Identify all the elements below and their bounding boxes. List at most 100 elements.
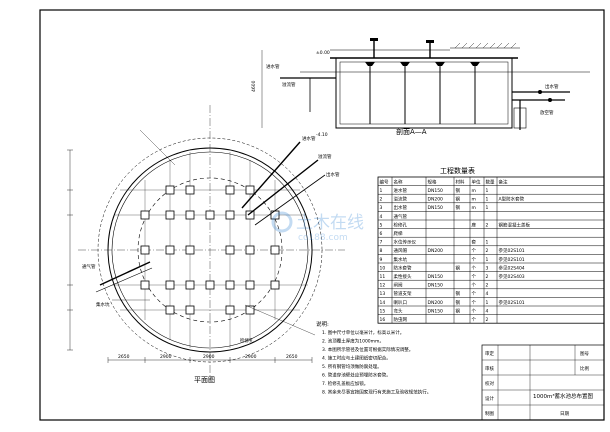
table-cell: A型防水套管 (499, 196, 525, 203)
plan-dim-1: 2650 (118, 354, 130, 360)
notes-title: 说明: (316, 320, 329, 328)
table-cell: 钢 (456, 264, 461, 271)
table-cell: 参见02S101 (499, 299, 525, 306)
table-cell: m (472, 206, 476, 211)
plan-leader-manhole: 检修孔 (240, 337, 254, 344)
drain-label: 放空管 (540, 109, 554, 116)
table-cell: 座 (472, 221, 477, 228)
outlet-label: 出水管 (545, 83, 559, 90)
table-cell: 个 (472, 300, 477, 306)
level-bottom-label: -4.10 (316, 132, 328, 138)
table-cell: 4 (380, 214, 383, 220)
watermark-text: 土木在线 (296, 213, 364, 233)
table-header-cell: 数量 (486, 178, 495, 185)
table-cell: 13 (380, 291, 386, 297)
note-line: 3. 本图所示管径及位置可根据实际情况调整。 (322, 346, 413, 353)
table-cell: 个 (472, 291, 477, 297)
table-cell: 溢流管 (394, 196, 408, 203)
table-cell: 2 (486, 283, 489, 289)
tb-row-5: 制图 (485, 410, 494, 417)
table-cell: DN200 (428, 197, 444, 203)
table-cell: DN150 (428, 283, 444, 289)
table-cell: 3 (380, 205, 383, 211)
section-dimension: 4600 (251, 80, 257, 92)
note-line: 8. 其余未尽事宜按国家现行有关施工及验收规范执行。 (322, 389, 431, 396)
table-cell: 爬梯 (394, 230, 403, 237)
plan-dim-5: 2650 (286, 354, 298, 360)
plan-leader-sump: 集水坑 (96, 301, 110, 308)
table-header-cell: 编号 (380, 178, 389, 185)
table-cell: 闸阀 (394, 282, 403, 289)
table-cell: 个 (472, 248, 477, 254)
table-cell: 7 (380, 240, 383, 246)
table-cell: 2 (486, 248, 489, 254)
table-cell: m (472, 189, 476, 194)
plan-leader-vent: 通气管 (82, 263, 96, 270)
plan-dim-2: 2900 (160, 354, 172, 360)
tb-row-3: 校对 (485, 380, 494, 387)
note-line: 5. 所有钢管均须做防腐处理。 (322, 363, 382, 370)
table-cell: 5 (380, 222, 383, 228)
tb-row-4: 设计 (485, 395, 494, 402)
table-cell: 1 (486, 240, 489, 246)
table-header-cell: 名称 (394, 178, 403, 185)
table-cell: 4 (486, 308, 489, 314)
table-cell: 钢 (456, 299, 461, 306)
column-grid (140, 185, 280, 315)
table-cell: 2 (486, 222, 489, 228)
table-cell: 个 (472, 283, 477, 289)
table-cell: 2 (486, 317, 489, 323)
table-cell: 参见02S403 (499, 273, 525, 280)
table-cell: 集水坑 (394, 256, 408, 263)
table-header-cell: 规格 (428, 178, 437, 185)
notes-block: 说明: 1. 图中尺寸单位以毫米计，标高以米计。2. 池顶覆土厚度为1000mm… (316, 320, 431, 396)
plan-leader-overflow: 溢流管 (318, 153, 332, 160)
table-cell: 1 (486, 257, 489, 263)
tb-date-label: 日期 (560, 411, 569, 417)
tb-scale-label: 比例 (580, 365, 589, 372)
sheet-title: 1000m³蓄水池总布置图 (533, 392, 594, 400)
table-cell: DN200 (428, 248, 444, 254)
table-cell: 套 (472, 239, 477, 246)
table-cell: 防虫网 (394, 316, 408, 323)
level-top-label: ±0.00 (316, 50, 330, 56)
table-cell: 8 (380, 248, 383, 254)
table-cell: 2 (486, 274, 489, 280)
title-block: 审定 审核 校对 设计 制图 图号 比例 日期 1000m³蓄水池总布置图 (481, 344, 605, 421)
plan-dim-4: 2900 (245, 354, 257, 360)
table-cell: 钢筋混凝土盖板 (499, 221, 531, 228)
table-cell: 通气管 (394, 213, 408, 220)
plan-view: 进水管 溢流管 出水管 通气管 检修孔 集水坑 2650 2900 2900 2… (67, 105, 345, 384)
table-cell: 1 (380, 188, 383, 194)
table-cell: 钢 (456, 187, 461, 194)
table-cell: 个 (472, 257, 477, 263)
table-cell: 钢 (456, 196, 461, 203)
table-cell: 个 (472, 308, 477, 314)
table-cell: 1 (486, 188, 489, 194)
table-title: 工程数量表 (440, 166, 475, 175)
table-cell: 防水套管 (394, 264, 412, 271)
table-cell: 管道支架 (394, 290, 412, 297)
note-line: 6. 管道穿池壁处应预埋防水套管。 (322, 372, 391, 379)
table-cell: 10 (380, 265, 386, 271)
table-cell: DN150 (428, 188, 444, 194)
table-cell: 1 (486, 205, 489, 211)
table-cell: 弯头 (394, 307, 403, 314)
table-cell: 14 (380, 300, 386, 306)
table-cell: 出水管 (394, 204, 408, 211)
note-line: 7. 检修孔盖板应加锁。 (322, 380, 368, 387)
watermark: 土木在线 co188.com (271, 211, 364, 243)
overflow-label: 溢流管 (282, 81, 296, 88)
table-cell: 钢 (456, 290, 461, 297)
plan-leader-outlet: 出水管 (326, 171, 340, 178)
section-a-a: 4600 进水管 溢流管 出水管 放空管 ±0.00 -4.10 剖面A—A (251, 38, 590, 138)
plan-title: 平面图 (194, 376, 215, 384)
section-title: 剖面A—A (396, 127, 427, 136)
table-cell: 3 (486, 265, 489, 271)
plan-dim-3: 2900 (203, 354, 215, 360)
table-cell: DN150 (428, 274, 444, 280)
tb-drawing-no-label: 图号 (580, 351, 589, 357)
table-cell: 1 (486, 300, 489, 306)
table-cell: 柔性接头 (394, 273, 412, 280)
